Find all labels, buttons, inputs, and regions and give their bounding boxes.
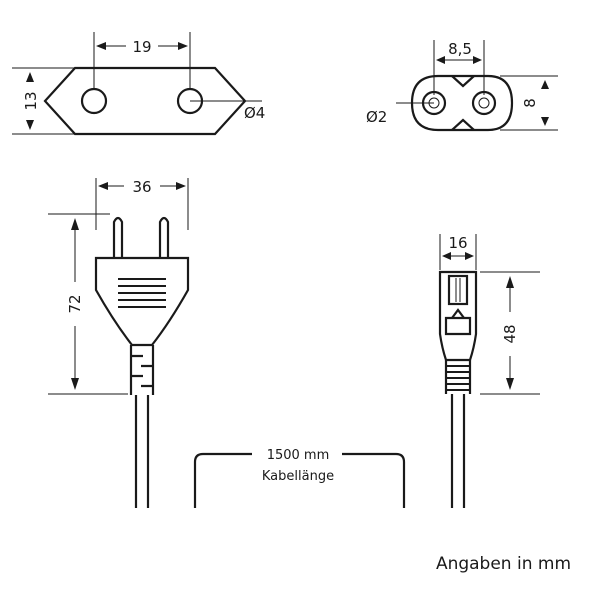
cable-length-bracket: 1500 mm Kabellänge [193, 448, 406, 508]
cable-length-value: 1500 mm [267, 448, 330, 463]
connector-length-label: 48 [501, 324, 519, 343]
plug-pin-diameter-label: Ø4 [244, 104, 265, 122]
plug-height-label: 13 [22, 91, 40, 110]
units-footnote: Angaben in mm [436, 554, 571, 574]
connector-face-view: 8,5 8 Ø2 [366, 40, 558, 132]
plug-pin-spacing-label: 19 [132, 38, 151, 56]
connector-height-label: 8 [521, 98, 539, 108]
plug-width-label: 36 [132, 178, 151, 196]
connector-width-label: 16 [448, 234, 467, 252]
plug-side-view: 36 72 [48, 178, 190, 508]
connector-pin-diameter-label: Ø2 [366, 108, 387, 126]
plug-face-view: 19 13 Ø4 [12, 32, 265, 136]
connector-side-view: 16 48 [438, 234, 540, 508]
cable-length-label: Kabellänge [262, 469, 334, 484]
plug-length-label: 72 [66, 294, 84, 313]
connector-pin-spacing-label: 8,5 [448, 40, 472, 58]
